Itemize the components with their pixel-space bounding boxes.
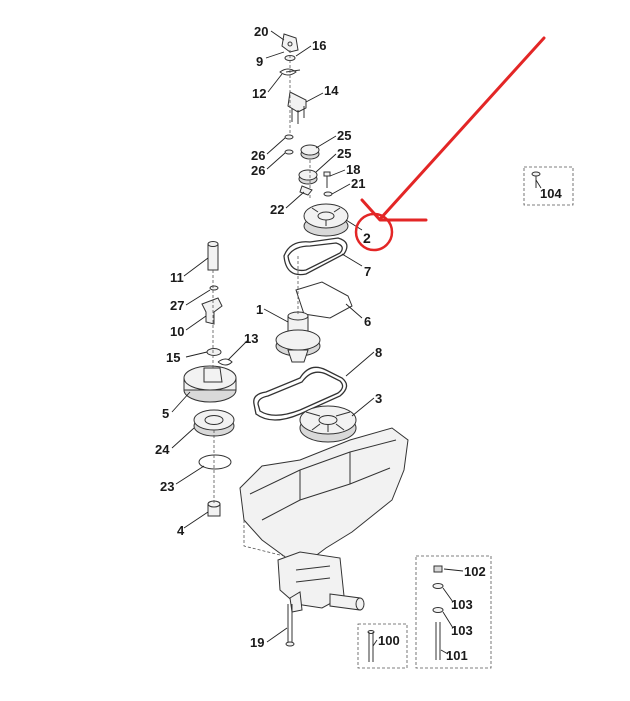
- part-27-washer: [209, 285, 219, 291]
- kit-box-100: [357, 623, 408, 669]
- callout-103: 103: [451, 597, 473, 612]
- callout-20: 20: [254, 24, 268, 39]
- callout-9: 9: [256, 54, 263, 69]
- callout-5: 5: [162, 406, 169, 421]
- callout-14: 14: [324, 83, 339, 98]
- callout-103: 103: [451, 623, 473, 638]
- part-11-shaft: [207, 241, 219, 271]
- kit-box-101-103: [415, 555, 492, 669]
- callout-3: 3: [375, 391, 382, 406]
- kit-box-104: [523, 166, 574, 206]
- callout-25: 25: [337, 128, 351, 143]
- part-4-bushing: [207, 500, 221, 517]
- highlight-annotation: [354, 36, 546, 252]
- part-23-circlip: [198, 454, 232, 470]
- callout-6: 6: [364, 314, 371, 329]
- callout-101: 101: [446, 648, 468, 663]
- callout-15: 15: [166, 350, 180, 365]
- callout-26: 26: [251, 148, 265, 163]
- callout-1: 1: [256, 302, 263, 317]
- part-5-housing: [183, 365, 237, 403]
- red-arrow-head: [360, 198, 428, 222]
- gearbox-housing: [239, 427, 409, 613]
- callout-25: 25: [337, 146, 351, 161]
- callout-4: 4: [177, 523, 185, 538]
- callout-7: 7: [364, 264, 371, 279]
- part-18-bolt: [323, 171, 331, 188]
- callout-13: 13: [244, 331, 258, 346]
- callout-8: 8: [375, 345, 382, 360]
- callout-22: 22: [270, 202, 284, 217]
- callout-12: 12: [252, 86, 266, 101]
- callout-24: 24: [155, 442, 170, 457]
- callout-10: 10: [170, 324, 184, 339]
- part-1-pulley-hub: [275, 311, 321, 363]
- part-10-arm: [201, 297, 223, 325]
- callout-21: 21: [351, 176, 365, 191]
- part-2-pulley: [303, 203, 349, 237]
- callout-18: 18: [346, 162, 360, 177]
- part-3-pulley: [299, 405, 357, 443]
- part-15-ring: [206, 348, 222, 356]
- part-25-bushing-b: [298, 169, 318, 185]
- part-14-bracket: [287, 91, 307, 124]
- callout-23: 23: [160, 479, 174, 494]
- callout-2: 2: [363, 230, 371, 246]
- red-arrow-shaft: [379, 36, 546, 220]
- callout-11: 11: [170, 270, 184, 285]
- part-8-belt: [253, 366, 348, 421]
- part-7-belt: [283, 237, 348, 276]
- part-25-bushing-a: [300, 144, 320, 160]
- callout-100: 100: [378, 633, 400, 648]
- part-19-bolt: [285, 604, 295, 647]
- part-26-washer-b: [284, 149, 294, 155]
- callout-27: 27: [170, 298, 184, 313]
- part-20-lever: [281, 33, 299, 53]
- callout-19: 19: [250, 635, 264, 650]
- callout-labels: 20 16 9 12 14 25 26 25 26 18 21 22 2 7 1…: [155, 24, 562, 663]
- part-26-washer-a: [284, 134, 294, 140]
- part-21-washer: [323, 191, 333, 197]
- callout-16: 16: [312, 38, 326, 53]
- part-13-spring: [217, 358, 233, 366]
- part-12-spring: [279, 68, 301, 76]
- callout-102: 102: [464, 564, 486, 579]
- red-circle: [354, 212, 394, 252]
- leader-lines: [171, 30, 542, 655]
- callout-104: 104: [540, 186, 562, 201]
- callout-26: 26: [251, 163, 265, 178]
